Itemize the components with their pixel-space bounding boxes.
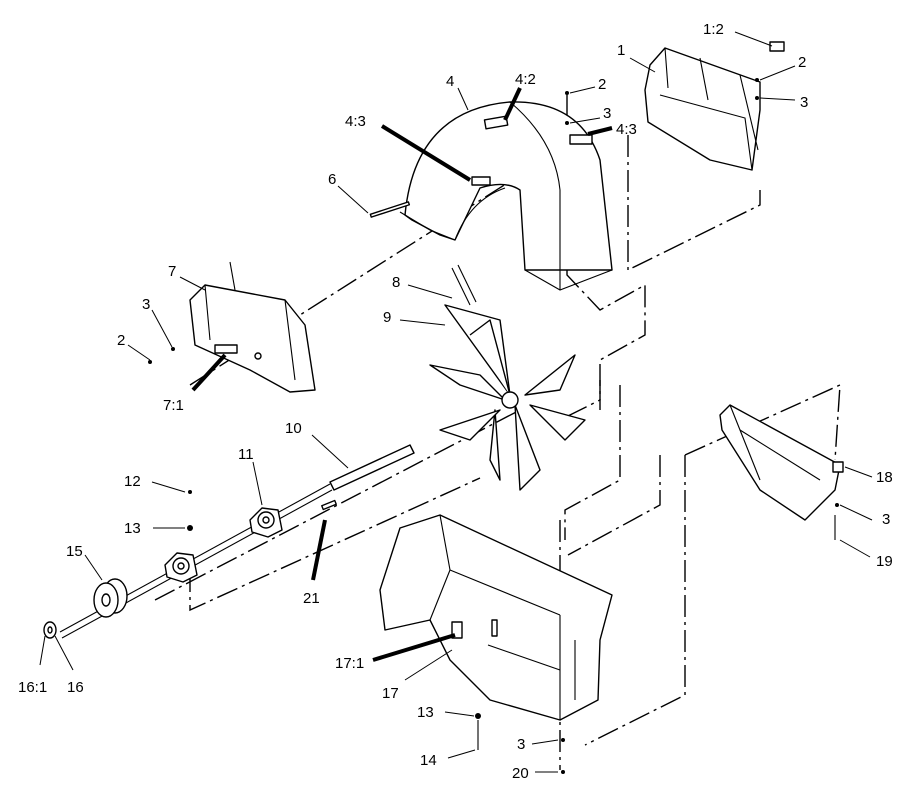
callout-9: 9 [383, 309, 391, 326]
callout-6: 6 [328, 171, 336, 188]
callout-11: 11 [238, 446, 254, 463]
callout-20: 20 [512, 765, 529, 782]
part-4-fan-housing-cover [399, 101, 613, 291]
fasteners [148, 78, 839, 774]
callout-14: 14 [420, 752, 437, 769]
callout-2: 2 [598, 76, 606, 93]
lower-flange-bearing [164, 552, 198, 583]
callout-2: 2 [117, 332, 125, 349]
callout-15: 15 [66, 543, 83, 560]
part-11-flange-bearing [249, 507, 283, 538]
callout-16: 16 [67, 679, 84, 696]
callout-17: 17 [382, 685, 399, 702]
callout-8: 8 [392, 274, 400, 291]
callout-3: 3 [800, 94, 808, 111]
callout-4-3: 4:3 [345, 113, 366, 130]
callout-3: 3 [517, 736, 525, 753]
part-7-left-side-guard [189, 261, 316, 393]
callout-17-1: 17:1 [335, 655, 364, 672]
callout-16-1: 16:1 [18, 679, 47, 696]
callout-10: 10 [285, 420, 302, 437]
part-9-impeller-fan [429, 264, 586, 491]
callout-18: 18 [876, 469, 893, 486]
callout-7: 7 [168, 263, 176, 280]
callout-labels: 1:2 1 2 2 3 3 4 4:2 4:3 4:3 6 7 3 2 7:1 … [18, 21, 893, 782]
callout-2: 2 [798, 54, 806, 71]
callout-13: 13 [417, 704, 434, 721]
callout-1-2: 1:2 [703, 21, 724, 38]
callout-4-2: 4:2 [515, 71, 536, 88]
callout-21: 21 [303, 590, 320, 607]
callout-3: 3 [882, 511, 890, 528]
callout-4-3: 4:3 [616, 121, 637, 138]
callout-1: 1 [617, 42, 625, 59]
part-16-collar [43, 621, 57, 639]
part-1-upper-chute-guard [644, 41, 785, 171]
callout-7-1: 7:1 [163, 397, 184, 414]
callout-19: 19 [876, 553, 893, 570]
part-17-lower-housing [379, 514, 613, 721]
part-18-lower-chute-guard [719, 404, 844, 521]
leader-lines [39, 31, 873, 773]
callout-3: 3 [142, 296, 150, 313]
callout-3: 3 [603, 105, 611, 122]
part-15-pulley [93, 578, 128, 618]
callout-13: 13 [124, 520, 141, 537]
callout-12: 12 [124, 473, 141, 490]
callout-4: 4 [446, 73, 454, 90]
